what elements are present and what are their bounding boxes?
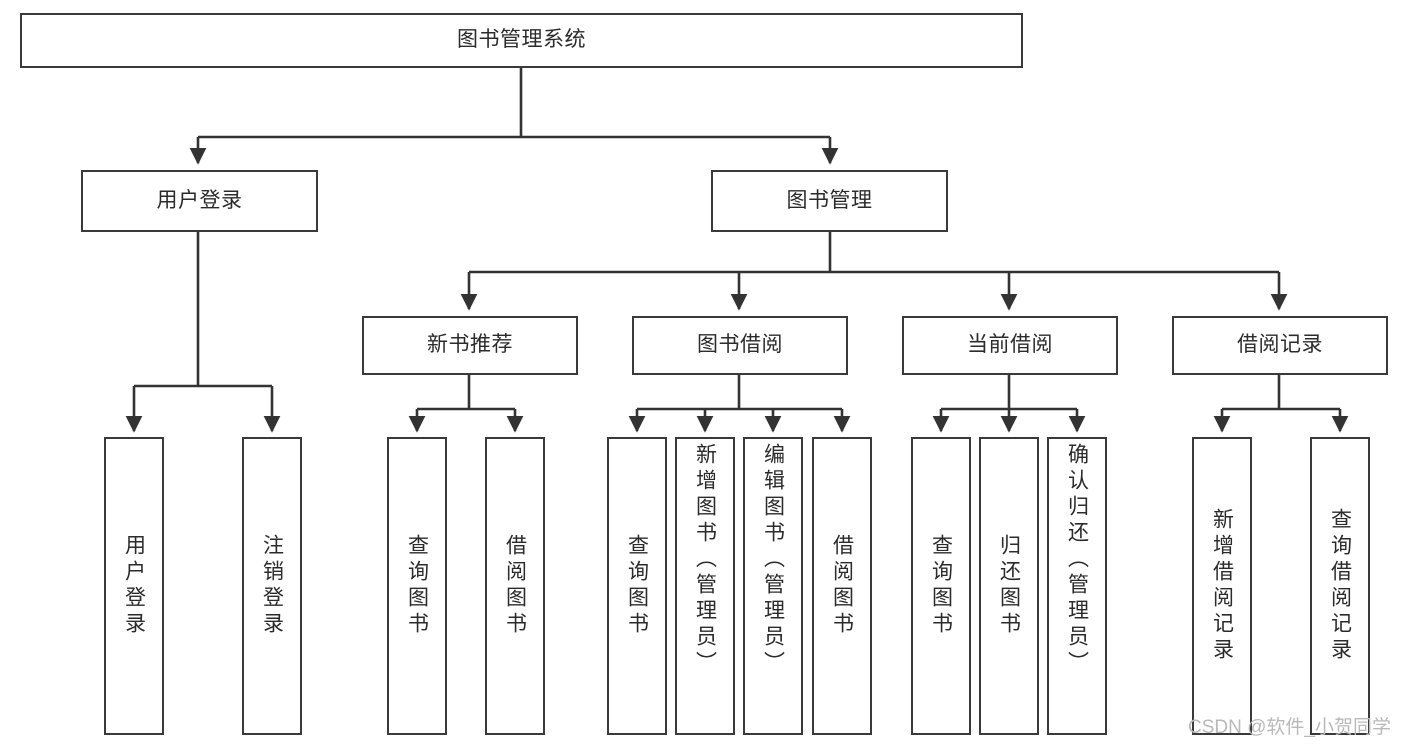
node-label: 注销登录	[260, 534, 284, 638]
node-label: 图书管理	[786, 188, 873, 212]
leaf-logout-login[interactable]: 注销登录	[242, 437, 302, 735]
node-label: 编辑图书（管理员）	[761, 443, 785, 677]
node-new-book-recommend[interactable]: 新书推荐	[362, 316, 578, 375]
leaf-borrow-book-recommend[interactable]: 借阅图书	[485, 437, 545, 735]
leaf-query-book-borrow[interactable]: 查询图书	[607, 437, 667, 735]
node-book-borrow[interactable]: 图书借阅	[632, 316, 848, 375]
leaf-return-book[interactable]: 归还图书	[979, 437, 1039, 735]
leaf-borrow-book-borrow[interactable]: 借阅图书	[812, 437, 872, 735]
node-label: 当前借阅	[967, 333, 1053, 357]
leaf-query-borrow-record[interactable]: 查询借阅记录	[1310, 437, 1370, 735]
node-label: 借阅图书	[830, 534, 854, 638]
leaf-query-book-current[interactable]: 查询图书	[911, 437, 971, 735]
node-book-management[interactable]: 图书管理	[711, 170, 948, 232]
node-label: 借阅图书	[503, 534, 527, 638]
node-label: 查询图书	[625, 534, 649, 638]
node-label: 图书借阅	[697, 333, 783, 357]
node-label: 确认归还（管理员）	[1065, 443, 1089, 677]
node-label: 新增借阅记录	[1210, 508, 1234, 664]
node-user-login[interactable]: 用户登录	[81, 170, 318, 232]
node-borrow-record[interactable]: 借阅记录	[1172, 316, 1388, 375]
leaf-edit-book-admin[interactable]: 编辑图书（管理员）	[743, 437, 803, 735]
node-label: 新增图书（管理员）	[693, 443, 717, 677]
node-label: 图书管理系统	[457, 28, 586, 52]
node-label: 查询图书	[929, 534, 953, 638]
node-label: 用户登录	[122, 534, 146, 638]
node-current-borrow[interactable]: 当前借阅	[902, 316, 1118, 375]
leaf-user-login[interactable]: 用户登录	[104, 437, 164, 735]
node-root-book-management-system[interactable]: 图书管理系统	[20, 13, 1023, 68]
node-label: 归还图书	[997, 534, 1021, 638]
node-label: 用户登录	[156, 188, 243, 212]
leaf-add-book-admin[interactable]: 新增图书（管理员）	[675, 437, 735, 735]
leaf-confirm-return-admin[interactable]: 确认归还（管理员）	[1047, 437, 1107, 735]
node-label: 新书推荐	[427, 333, 513, 357]
leaf-query-book-recommend[interactable]: 查询图书	[387, 437, 447, 735]
node-label: 查询图书	[405, 534, 429, 638]
node-label: 查询借阅记录	[1328, 508, 1352, 664]
node-label: 借阅记录	[1237, 333, 1323, 357]
leaf-add-borrow-record[interactable]: 新增借阅记录	[1192, 437, 1252, 735]
watermark-text: CSDN @软件_小贺同学	[1188, 717, 1391, 738]
